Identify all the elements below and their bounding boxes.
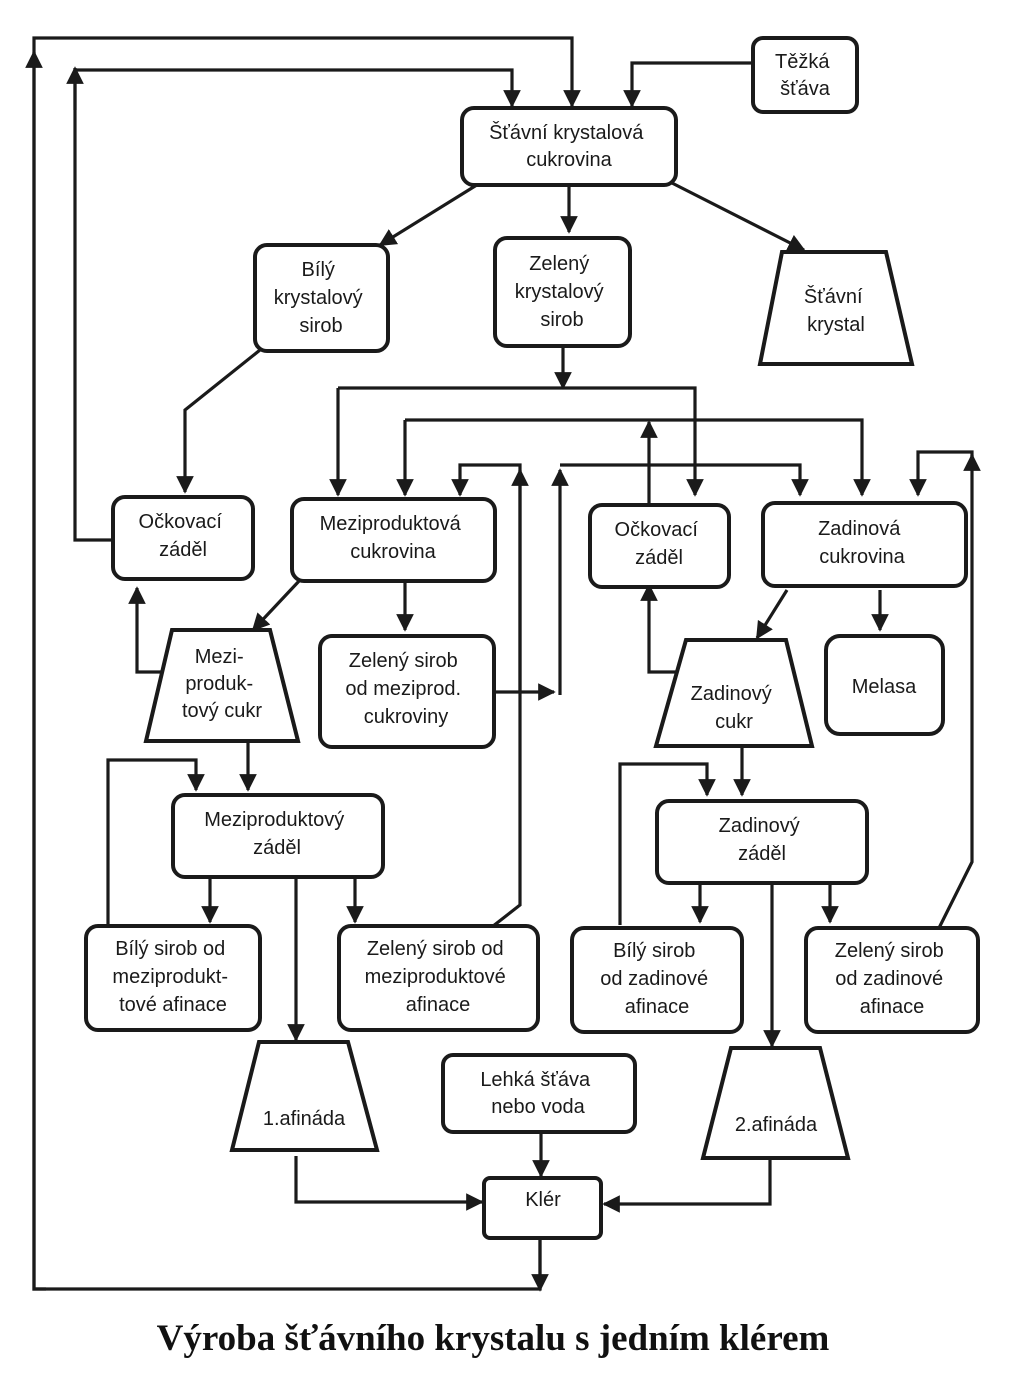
label-meziproduktova-cukrovina: Meziproduktová cukrovina: [320, 513, 467, 563]
tezka-stava-to-cukrovina-arrow: [623, 61, 752, 108]
node-stavni-krystal: [757, 250, 915, 366]
node-afinada-1: [229, 1040, 380, 1152]
node-kler: [482, 1176, 603, 1240]
label-tezka-stava: Těžká šťáva: [775, 51, 835, 100]
label-ockovaci-zadel-left: Očkovací záděl: [139, 511, 228, 561]
node-zeleny-sirob-od-meziprod-cukroviny: [318, 634, 496, 749]
node-tezka-stava: [751, 36, 859, 114]
label-bily-sirob-od-meziproduktove-afinace: Bílý sirob od meziprodukt- tové afinace: [112, 938, 233, 1016]
label-zeleny-sirob-od-meziproduktove-afinace: Zelený sirob od meziproduktové afinace: [365, 938, 512, 1016]
node-bily-sirob-od-zadinove-afinace: [570, 926, 744, 1034]
cukrovina-to-stavni-krystal-arrow: [671, 181, 806, 252]
meziprod-cukrovina-to-cukr-arrow: [251, 578, 302, 632]
afinada-1-to-kler-arrow: [294, 1156, 484, 1211]
label-stavni-krystalova-cukrovina: Šťávní krystalová cukrovina: [489, 121, 649, 171]
label-bily-sirob-od-zadinove-afinace: Bílý sirob od zadinové afinace: [600, 940, 713, 1018]
node-zadinova-cukrovina: [761, 501, 968, 588]
node-afinada-2: [700, 1046, 851, 1160]
zadinova-return-line: [909, 450, 974, 497]
to-zadinova-line: [560, 463, 809, 497]
node-bily-krystalovy-sirob: [253, 243, 390, 353]
diagram-caption: Výroba šťávního krystalu s jedním klérem: [157, 1318, 830, 1359]
label-meziproduktovy-zadel: Meziproduktový záděl: [204, 809, 350, 859]
zadinova-afinace-up-arrow: [936, 453, 981, 931]
bily-sirob-meziprod-to-zadel-arrow: [106, 758, 205, 925]
node-lehka-stava-nebo-voda: [441, 1053, 637, 1134]
node-meziproduktova-cukrovina: [290, 497, 497, 583]
label-zeleny-sirob-od-meziprod-cukroviny: Zelený sirob od meziprod. cukroviny: [345, 650, 466, 728]
node-zadinovy-zadel: [655, 799, 869, 885]
node-bily-sirob-od-meziproduktove-afinace: [84, 924, 262, 1032]
nodes: Těžká šťáva Šťávní krystalová cukrovina …: [84, 36, 980, 1240]
label-melasa: Melasa: [852, 676, 917, 698]
label-zeleny-sirob-od-zadinove-afinace: Zelený sirob od zadinové afinace: [835, 940, 950, 1018]
label-lehka-stava-nebo-voda: Lehká šťáva nebo voda: [480, 1069, 595, 1118]
meziprod-afinace-up-arrow: [487, 468, 529, 932]
node-stavni-krystalova-cukrovina: [460, 106, 678, 187]
label-bily-krystalovy-sirob: Bílý krystalový sirob: [274, 259, 368, 337]
node-zeleny-krystalovy-sirob: [493, 236, 632, 348]
node-ockovaci-zadel-right: [588, 503, 731, 589]
label-afinada-1: 1.afináda: [263, 1108, 346, 1130]
distribution-line-two: [405, 418, 871, 497]
label-zadinova-cukrovina: Zadinová cukrovina: [818, 518, 906, 568]
recycle-loop-head-arrow: [25, 50, 46, 1291]
zadinova-cukrovina-to-cukr-arrow: [755, 589, 789, 640]
label-zadinovy-zadel: Zadinový záděl: [719, 815, 806, 865]
bily-sirob-zadinove-to-zadel-arrow: [618, 762, 716, 925]
cukrovina-to-bily-sirob-arrow: [378, 181, 481, 247]
bily-sirob-to-ockovaci-zadel-arrow: [176, 348, 261, 494]
label-afinada-2: 2.afináda: [735, 1114, 818, 1136]
node-meziproduktovy-cukr: [143, 628, 301, 743]
label-ockovaci-zadel-right: Očkovací záděl: [615, 519, 704, 569]
label-zeleny-krystalovy-sirob: Zelený krystalový sirob: [515, 253, 609, 331]
label-stavni-krystal: Šťávní krystal: [804, 285, 868, 336]
node-zeleny-sirob-od-meziproduktove-afinace: [337, 924, 540, 1032]
connectors: [25, 36, 981, 1292]
node-zeleny-sirob-od-zadinove-afinace: [804, 926, 980, 1034]
node-meziproduktovy-zadel: [171, 793, 385, 879]
label-zadinovy-cukr: Zadinový cukr: [691, 683, 778, 733]
label-meziproduktovy-cukr: Mezi- produk- tový cukr: [182, 646, 262, 722]
node-melasa: [824, 634, 945, 736]
afinada-2-to-kler-arrow: [602, 1160, 772, 1213]
zeleny-sirob-distribution: [338, 386, 704, 497]
label-kler: Klér: [525, 1189, 561, 1211]
node-ockovaci-zadel-left: [111, 495, 255, 581]
node-zadinovy-cukr: [653, 638, 815, 748]
